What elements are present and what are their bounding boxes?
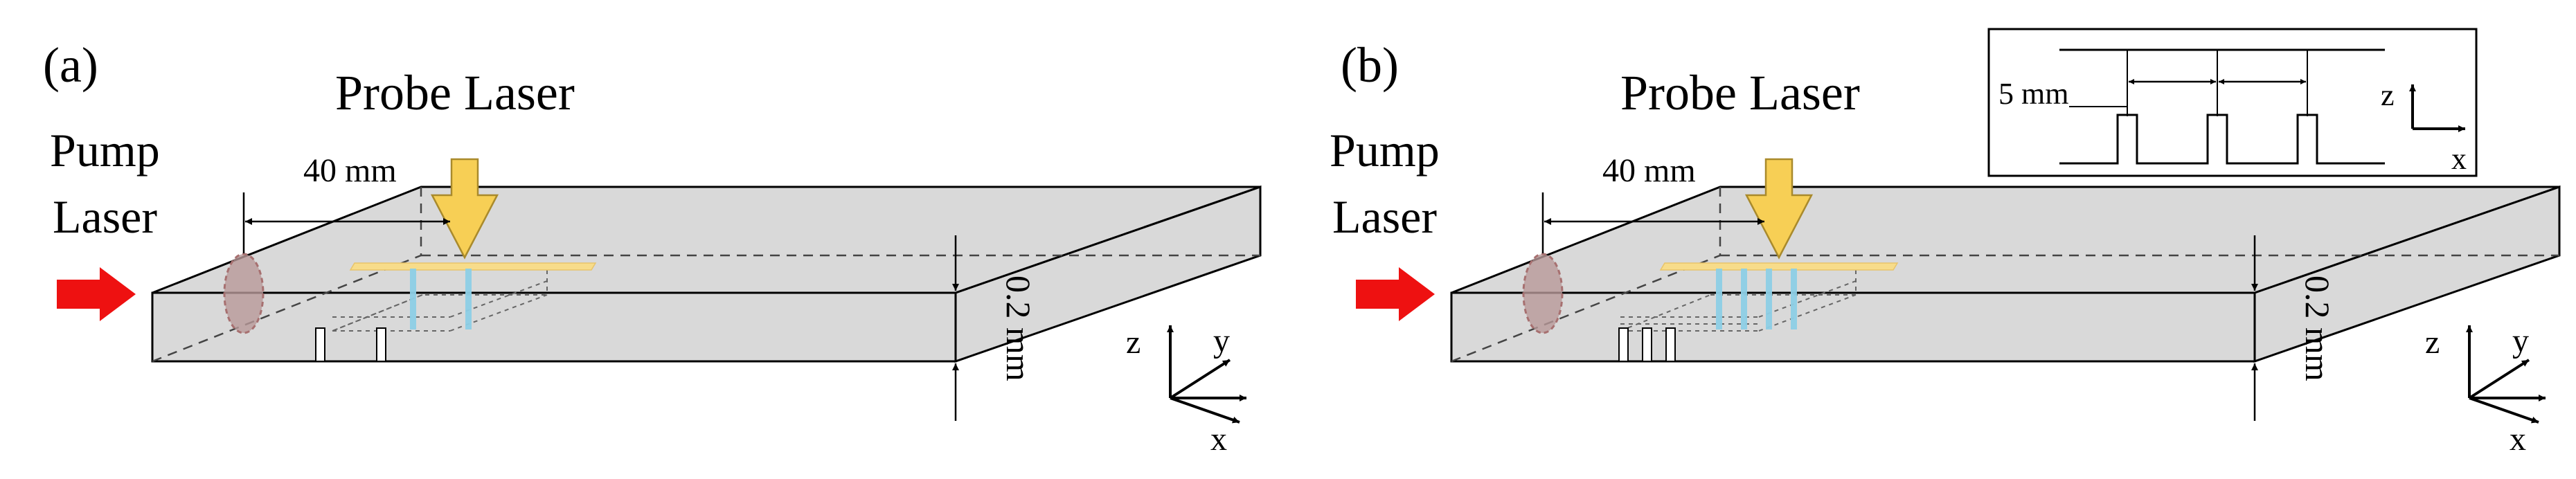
axis-x-label: x (2510, 421, 2526, 458)
panel-a: (a) Pump Laser (43, 37, 1262, 458)
distance-label: 40 mm (303, 152, 397, 189)
inset-axis-z-label: z (2381, 78, 2395, 112)
pulse-mark (1665, 327, 1676, 362)
grating-line (1741, 269, 1747, 329)
pulse-mark (315, 327, 325, 362)
pulse-mark (1618, 327, 1629, 362)
inset-spacing-label: 5 mm (1998, 77, 2068, 111)
inset-axis-x-label: x (2451, 142, 2467, 176)
slab-front-face (151, 291, 957, 363)
pump-laser-label-line1: Pump (50, 124, 160, 177)
panel-b: (b) Pump Laser (1330, 28, 2561, 458)
grating-line (1766, 269, 1772, 329)
distance-label: 40 mm (1602, 152, 1696, 189)
probe-laser-arrow (1744, 158, 1814, 260)
grating-line (1716, 269, 1722, 329)
inset-pulse-profile: 5 mm z x (1987, 28, 2478, 177)
slab-front-face (1450, 291, 2256, 363)
pump-laser-label-line2: Laser (53, 190, 157, 243)
inset-axes (2409, 84, 2465, 132)
axis-y-label: y (2512, 323, 2529, 359)
grating-line (1791, 269, 1797, 329)
axis-z-label: z (2425, 324, 2440, 361)
axis-y-label: y (1213, 323, 1230, 359)
probe-beam (349, 262, 597, 271)
pump-laser-arrow (1356, 267, 1435, 321)
axis-z-label: z (1126, 324, 1141, 361)
pulse-mark (1642, 327, 1652, 362)
coordinate-axes (2466, 325, 2546, 424)
grating-line (410, 269, 416, 329)
panel-a-label: (a) (43, 37, 98, 93)
pump-spot (223, 253, 265, 334)
coordinate-axes (1167, 325, 1246, 424)
probe-laser-label: Probe Laser (1620, 65, 1860, 120)
probe-beam (1659, 262, 1899, 271)
pump-laser-label-line1: Pump (1330, 124, 1440, 177)
axis-x-label: x (1210, 421, 1227, 458)
pulse-mark (376, 327, 386, 362)
probe-laser-arrow (430, 158, 499, 260)
thickness-label: 0.2 mm (2298, 275, 2337, 381)
probe-laser-label: Probe Laser (335, 65, 575, 120)
grating-line (465, 269, 472, 329)
pump-laser-arrow (57, 267, 136, 321)
pump-laser-label-line2: Laser (1332, 190, 1437, 243)
grating-region (1620, 270, 1857, 332)
panel-b-label: (b) (1341, 37, 1399, 93)
thickness-label: 0.2 mm (999, 275, 1038, 381)
pump-spot (1522, 253, 1564, 334)
inset-frame (1987, 28, 2478, 177)
